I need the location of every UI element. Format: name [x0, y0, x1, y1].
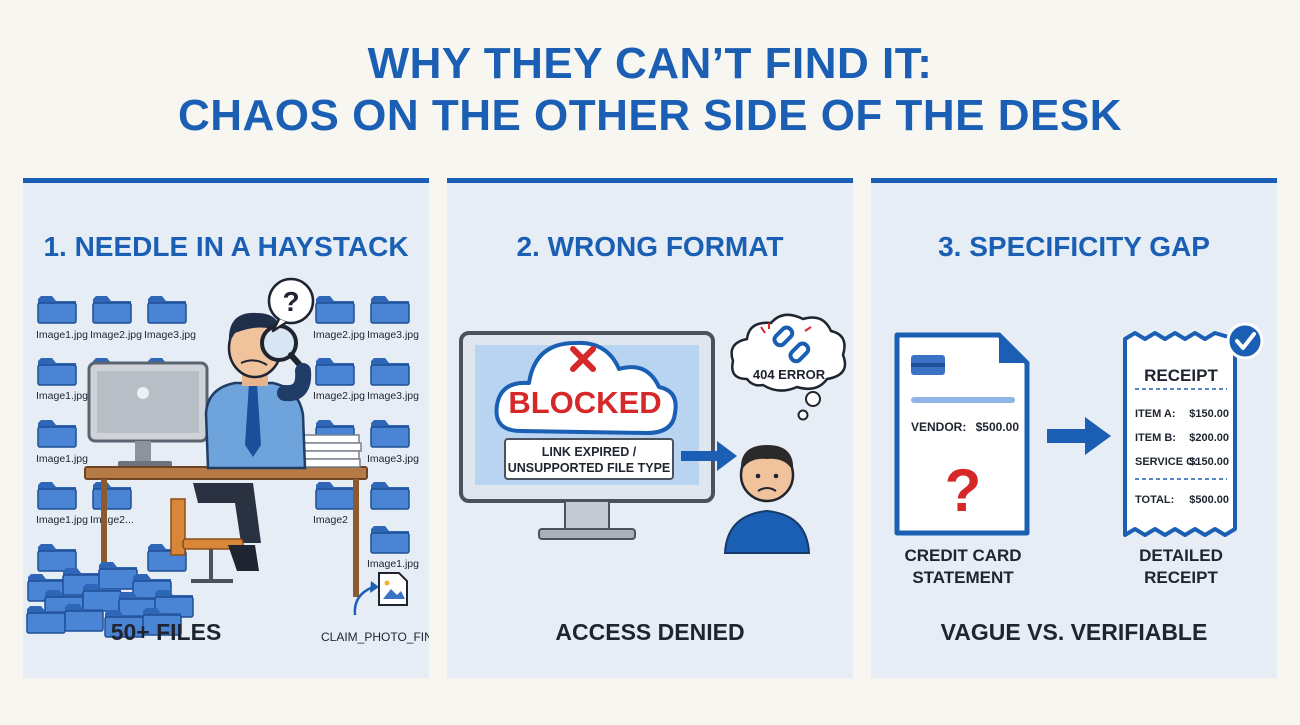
specificity-gap-illustration: VENDOR: $500.00 ? RECEIPT ITEM A: $150.0…	[894, 322, 1264, 587]
haystack-illustration: Image1.jpg Image2.jpg Image3.jpg Image1.…	[26, 277, 429, 644]
question-mark: ?	[282, 286, 299, 317]
file-label: Image3.jpg	[367, 453, 419, 465]
receipt-total-label: TOTAL:	[1135, 494, 1174, 506]
panel-title: 3. SPECIFICITY GAP	[938, 231, 1210, 262]
title-line-2: CHAOS ON THE OTHER SIDE OF THE DESK	[177, 91, 1122, 140]
page-title: WHY THEY CAN’T FIND IT: CHAOS ON THE OTH…	[0, 38, 1300, 142]
panel-title: 2. WRONG FORMAT	[516, 231, 784, 262]
checkmark-badge-icon	[1226, 322, 1264, 360]
cloud-icon	[494, 340, 678, 435]
file-label: Image2.jpg	[313, 390, 365, 402]
file-label: Image2.jpg	[90, 329, 142, 341]
receipt-item-name: ITEM A:	[1135, 408, 1176, 420]
receipt-document-icon	[1123, 331, 1237, 537]
file-label: Image2	[313, 514, 348, 526]
file-label: Image1.jpg	[36, 329, 88, 341]
404-error-label: 404 ERROR	[753, 367, 826, 382]
file-label: Image2...	[90, 514, 134, 526]
panel-title: 1. NEEDLE IN A HAYSTACK	[43, 231, 409, 262]
thought-bubble-icon	[730, 313, 847, 421]
statement-label-line-1: CREDIT CARD	[904, 546, 1021, 565]
computer-monitor-icon	[87, 361, 209, 467]
receipt-item-name: ITEM B:	[1135, 432, 1176, 444]
statement-label-line-2: STATEMENT	[912, 568, 1014, 587]
statement-document-icon	[894, 332, 1030, 536]
file-label: Image3.jpg	[367, 390, 419, 402]
file-label: Image3.jpg	[367, 329, 419, 341]
panel-wrong-format: 2. WRONG FORMAT BLOCKED LINK EXPIRED / U…	[447, 178, 853, 678]
vendor-label: VENDOR:	[911, 420, 966, 434]
receipt-item-price: $150.00	[1189, 408, 1229, 420]
receipt-item-price: $150.00	[1189, 456, 1229, 468]
panel-needle-in-haystack: 1. NEEDLE IN A HAYSTACK Image1.jpg Image…	[23, 178, 429, 678]
wrong-format-illustration: BLOCKED LINK EXPIRED / UNSUPPORTED FILE …	[459, 313, 847, 554]
image-file-icon	[378, 572, 408, 606]
question-bubble-icon: ?	[267, 277, 315, 333]
red-x-icon	[570, 346, 596, 372]
error-line-2: UNSUPPORTED FILE TYPE	[508, 461, 671, 475]
file-label: Image1.jpg	[367, 558, 419, 570]
claim-photo-filename: CLAIM_PHOTO_FINAL.jpg	[321, 630, 429, 644]
error-line-1: LINK EXPIRED /	[542, 445, 637, 459]
error-message-box: LINK EXPIRED / UNSUPPORTED FILE TYPE	[504, 438, 674, 480]
blocked-label: BLOCKED	[508, 385, 661, 420]
statement-question-mark: ?	[945, 457, 982, 524]
panel-caption: ACCESS DENIED	[555, 619, 745, 645]
pointer-arrow-icon	[353, 581, 379, 616]
panel-caption: 50+ FILES	[110, 619, 222, 645]
panel-caption: VAGUE VS. VERIFIABLE	[940, 619, 1208, 645]
receipt-item-name: SERVICE C:	[1135, 456, 1198, 468]
file-label: Image2.jpg	[313, 329, 365, 341]
sad-person-icon	[723, 445, 811, 554]
file-label: Image1.jpg	[36, 390, 88, 402]
receipt-item-price: $200.00	[1189, 432, 1229, 444]
receipt-total-value: $500.00	[1189, 494, 1229, 506]
panel-specificity-gap: 3. SPECIFICITY GAP VENDOR: $500.00 ? RE	[871, 178, 1277, 678]
broken-link-icon	[760, 323, 812, 364]
file-label: Image1.jpg	[36, 514, 88, 526]
file-label: Image1.jpg	[36, 453, 88, 465]
receipt-label-line-2: RECEIPT	[1144, 568, 1218, 587]
title-line-1: WHY THEY CAN’T FIND IT:	[367, 39, 933, 88]
worker-with-magnifier-icon	[170, 312, 312, 583]
receipt-heading: RECEIPT	[1144, 366, 1218, 385]
file-label: Image3.jpg	[144, 329, 196, 341]
vendor-value: $500.00	[976, 420, 1020, 434]
arrow-right-icon	[1047, 417, 1111, 455]
receipt-label-line-1: DETAILED	[1139, 546, 1223, 565]
arrow-right-icon	[681, 441, 737, 471]
